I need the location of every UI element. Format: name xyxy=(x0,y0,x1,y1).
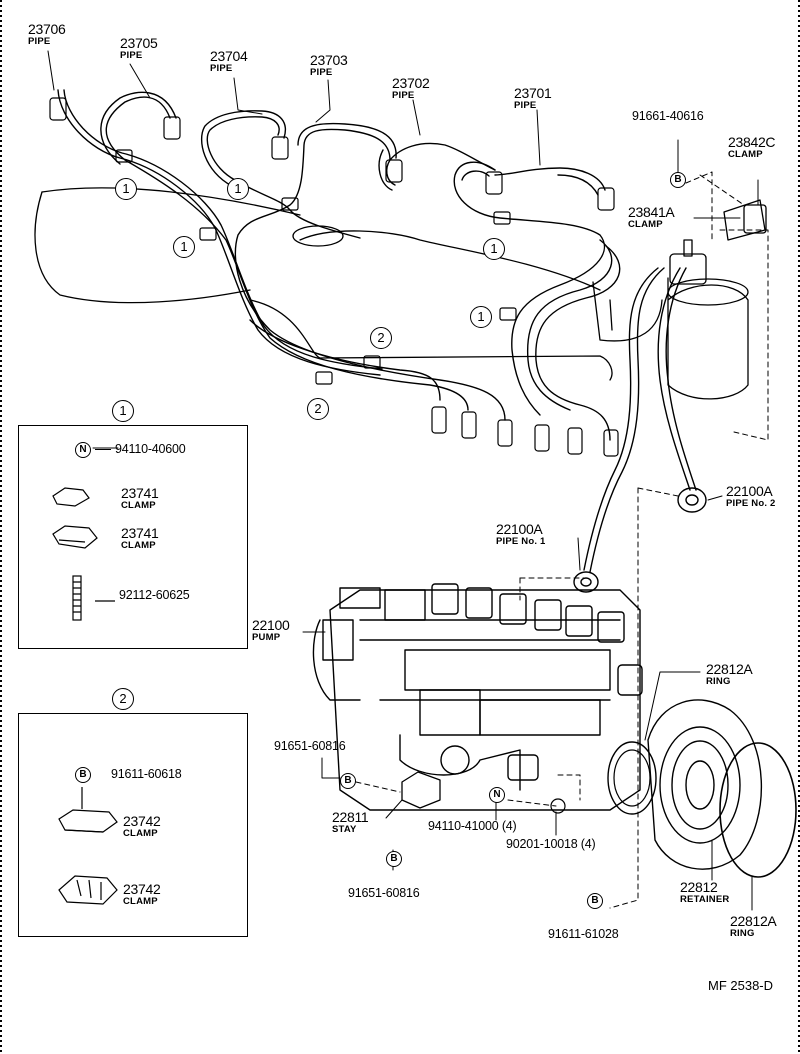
marker-b: B xyxy=(670,172,686,188)
label-91661-40616: 91661-40616 xyxy=(632,109,704,123)
callout-1: 1 xyxy=(470,306,492,328)
callout-1: 1 xyxy=(227,178,249,200)
legend-1-leader xyxy=(95,449,111,450)
callout-2: 2 xyxy=(307,398,329,420)
legend-1-item-94110-40600: 94110-40600 xyxy=(115,442,186,456)
diagram-code: MF 2538-D xyxy=(708,978,774,993)
legend-2-item-91611-60618: 91611-60618 xyxy=(111,767,182,781)
stay-bracket xyxy=(401,771,441,809)
injection-pump xyxy=(312,583,643,811)
label-90201-10018: 90201-10018 (4) xyxy=(506,837,596,851)
bundle-clamps xyxy=(115,149,517,385)
pipe-no2 xyxy=(657,267,707,513)
callout-1: 1 xyxy=(483,238,505,260)
label-91651-60816-a: 91651-60816 xyxy=(274,739,346,753)
legend-1-marker-n: N xyxy=(75,442,91,458)
label-91611-61028: 91611-61028 xyxy=(548,927,619,941)
pipe-fittings xyxy=(49,97,619,457)
right-border xyxy=(794,0,800,1054)
o-ring-large xyxy=(719,742,797,878)
callout-1: 1 xyxy=(173,236,195,258)
injection-pipes xyxy=(57,89,621,441)
legend-2-marker-b: B xyxy=(75,767,91,783)
label-94110-41000: 94110-41000 (4) xyxy=(428,819,517,833)
legend-1-title: 1 xyxy=(112,400,134,422)
o-ring-small xyxy=(607,741,657,815)
engine-block-outline xyxy=(34,187,663,381)
marker-n: N xyxy=(489,787,505,803)
legend-1-item-92112-60625: 92112-60625 xyxy=(119,588,190,602)
legend-2-parts xyxy=(58,787,118,905)
label-91651-60816-b: 91651-60816 xyxy=(348,886,420,900)
left-border xyxy=(0,0,6,1054)
leader-lines xyxy=(47,50,759,911)
washer xyxy=(550,798,566,814)
legend-2-title: 2 xyxy=(112,688,134,710)
legend-1-parts xyxy=(52,487,115,621)
dashed-guides xyxy=(355,171,769,909)
marker-b: B xyxy=(587,893,603,909)
callout-2: 2 xyxy=(370,327,392,349)
marker-b: B xyxy=(340,773,356,789)
marker-b: B xyxy=(386,851,402,867)
callout-1: 1 xyxy=(115,178,137,200)
pipe-no1 xyxy=(573,267,665,593)
retainer xyxy=(647,699,762,870)
